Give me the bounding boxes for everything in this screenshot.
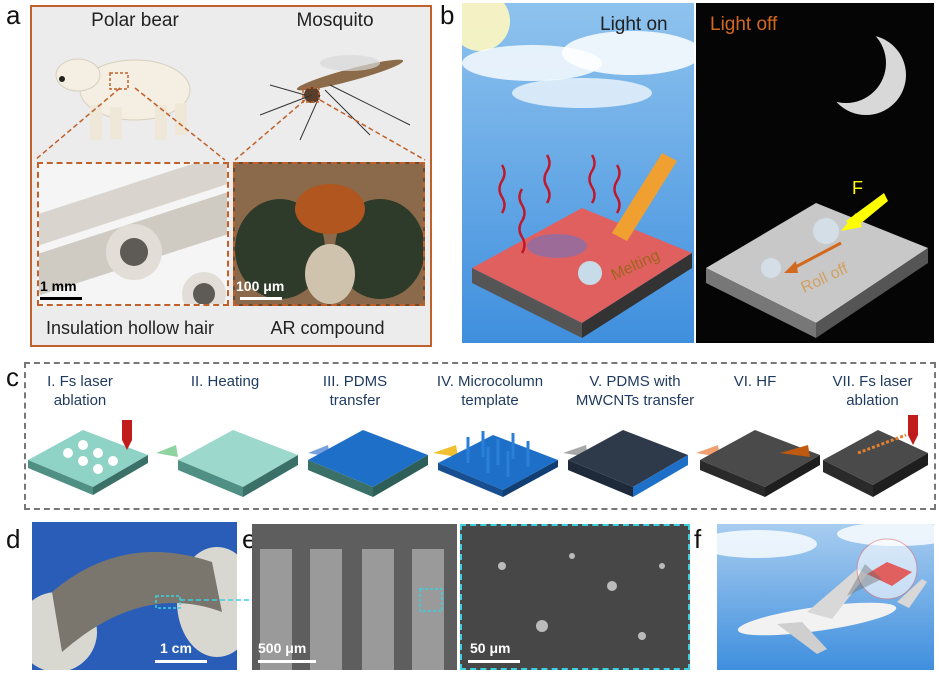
arrow-3	[433, 445, 458, 457]
panel-label-a: a	[6, 0, 21, 30]
panel-label-b: b	[440, 0, 455, 30]
flexible-film-photo	[32, 522, 237, 670]
arrow-1	[156, 445, 178, 457]
scale-label-1mm: 1 mm	[40, 278, 77, 294]
light-off-label: Light off	[710, 14, 778, 35]
scale-label-1cm: 1 cm	[160, 640, 192, 656]
panel-c-frame	[24, 362, 936, 510]
compound-eye-zoom	[233, 162, 425, 306]
scale-bar-50um	[468, 660, 520, 663]
step-2-label: II. Heating	[190, 373, 260, 390]
scale-label-50um: 50 μm	[470, 640, 511, 656]
step-6-label: VI. HF	[733, 373, 777, 390]
panel-label-f: f	[694, 524, 702, 554]
zoom-lines	[34, 87, 426, 161]
sun-icon	[462, 3, 510, 51]
scale-bar-500um	[258, 660, 316, 663]
polar-bear-image	[55, 58, 191, 140]
step-5-block	[568, 430, 688, 497]
step-6-block	[700, 430, 820, 497]
zoom-connector-d-e	[180, 599, 260, 601]
hollow-hair-zoom	[37, 162, 229, 306]
ar-compound-caption: AR compound	[270, 318, 385, 338]
mosquito-title: Mosquito	[296, 10, 374, 31]
step-2-block	[178, 430, 298, 497]
mosquito-image	[259, 55, 411, 141]
step-7-block	[823, 415, 928, 497]
light-on-scene	[462, 3, 694, 343]
step-1-block	[28, 420, 148, 495]
fabrication-process-diagram	[28, 415, 928, 497]
step-3-block	[308, 430, 428, 497]
scale-label-100um: 100 μm	[236, 278, 285, 294]
scale-bar-1mm	[40, 297, 82, 300]
light-on-label: Light on	[600, 14, 668, 35]
panel-label-c: c	[6, 362, 19, 392]
step-4-block	[438, 431, 558, 497]
insulation-hollow-hair-caption: Insulation hollow hair	[45, 318, 215, 338]
scale-bar-100um	[240, 297, 282, 300]
scale-label-500um: 500 μm	[258, 640, 307, 656]
airplane-scene	[717, 524, 934, 670]
sem-microcolumns	[252, 524, 457, 670]
polar-bear-title: Polar bear	[91, 10, 179, 31]
force-label: F	[852, 178, 863, 198]
arrow-6	[780, 445, 810, 457]
scale-bar-1cm	[155, 660, 207, 663]
light-off-scene	[696, 3, 934, 343]
panel-label-d: d	[6, 524, 21, 554]
sem-zoom-surface	[460, 524, 690, 670]
